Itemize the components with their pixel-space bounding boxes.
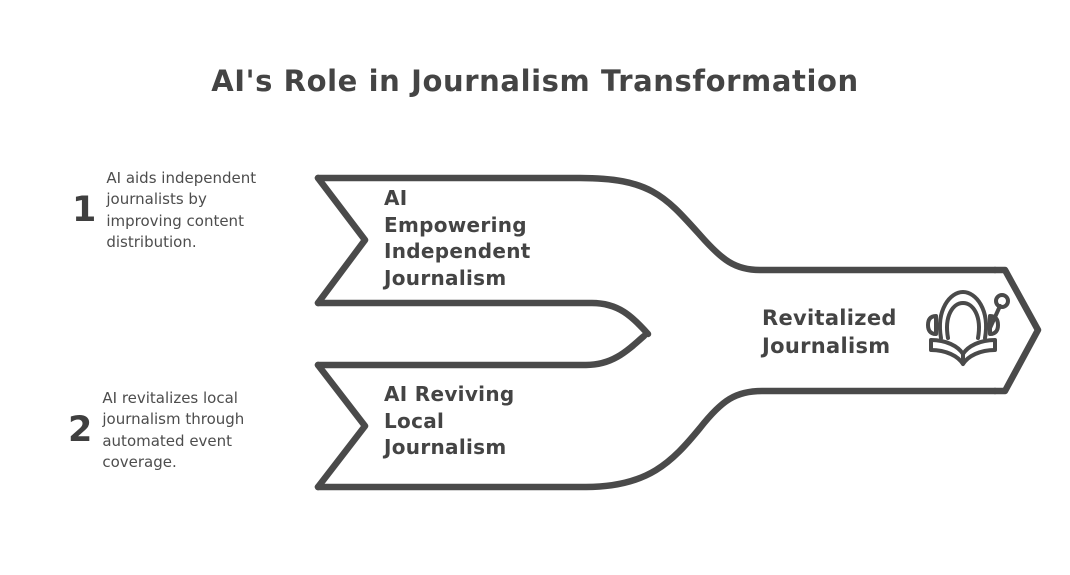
stage-2-left-notch [314, 361, 369, 491]
stage-1-left-notch [314, 174, 369, 307]
step-description-2: AI revitalizes local journalism through … [102, 389, 245, 471]
open-book-with-headphones-icon [926, 290, 1010, 366]
stage-2-arrow-shape [314, 332, 648, 369]
stage-2-label: AI Reviving Local Journalism [384, 382, 515, 460]
stage-1-arrow-lower-edge [314, 299, 652, 338]
step-item-2: 2 AI revitalizes local journalism throug… [68, 388, 304, 473]
stage-2-arrow-lower-edge [314, 387, 999, 491]
stage-1-arrow-shape [314, 174, 999, 274]
outcome-arrow-shape [991, 266, 1042, 395]
step-number-2: 2 [68, 410, 93, 451]
step-number-1: 1 [72, 190, 97, 231]
outcome-label: Revitalized Journalism [762, 306, 897, 358]
step-description-1: AI aids independent journalists by impro… [106, 169, 257, 251]
stage-1-label: AI Empowering Independent Journalism [384, 186, 531, 290]
step-item-1: 1 AI aids independent journalists by imp… [72, 168, 302, 253]
page-title: AI's Role in Journalism Transformation [211, 64, 859, 98]
